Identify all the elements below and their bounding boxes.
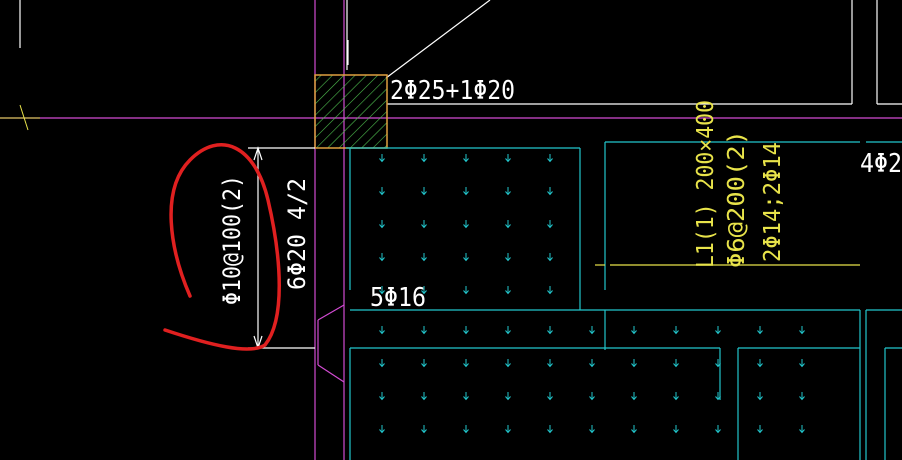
slab-arrow-mark [715,325,721,334]
slab-arrow-mark [757,325,763,334]
slab-arrow-mark [505,391,511,400]
slab-arrow-mark [589,424,595,433]
column-top-rebar-label: 2Φ25+1Φ20 [390,76,515,106]
slab-arrow-mark [421,252,427,261]
slab-arrow-mark [505,186,511,195]
slab-arrow-mark [799,325,805,334]
wall-rebar-label: 5Φ16 [370,283,426,313]
column-section-hatched [314,74,388,149]
slab-arrow-mark [757,424,763,433]
red-markup-circle [163,143,281,351]
slab-arrow-mark [463,325,469,334]
slab-arrow-mark [463,391,469,400]
cyan-slab-outlines [346,141,902,460]
slab-arrow-mark [547,153,553,162]
edge-rebar-label: 4Φ2 [860,149,902,179]
slab-arrow-mark [505,153,511,162]
slab-arrow-mark [547,252,553,261]
slab-arrow-mark [547,325,553,334]
column-side-rebar-label: 6Φ20 4/2 [283,178,311,290]
beam-name-label: L1(1) 200×400 [693,100,719,268]
slab-arrow-mark [547,358,553,367]
slab-arrow-mark [463,153,469,162]
slab-arrow-mark [463,358,469,367]
crosshair-marker [0,104,40,131]
slab-arrow-mark [421,219,427,228]
slab-arrow-mark [673,358,679,367]
slab-arrow-mark [631,325,637,334]
slab-arrow-mark [421,424,427,433]
slab-arrow-mark [547,219,553,228]
slab-arrow-mark [379,252,385,261]
slab-arrow-mark [757,358,763,367]
slab-arrow-mark [631,424,637,433]
beam-stirrup-label: Φ6@200(2) [724,130,750,268]
slab-arrow-mark [673,325,679,334]
slab-arrow-mark [463,285,469,294]
slab-arrow-mark [505,219,511,228]
slab-arrow-mark [505,325,511,334]
slab-arrow-mark [379,358,385,367]
slab-arrow-mark [673,391,679,400]
slab-arrow-mark [589,391,595,400]
slab-arrow-mark [547,285,553,294]
slab-arrow-mark [421,325,427,334]
slab-arrow-mark [379,391,385,400]
slab-arrow-mark [757,391,763,400]
slab-arrow-mark [547,424,553,433]
beam-main-rebar-label: 2Φ14;2Φ14 [760,142,786,262]
slab-arrow-mark [379,424,385,433]
slab-arrow-mark [505,252,511,261]
slab-arrow-mark [463,186,469,195]
slab-arrow-mark [799,424,805,433]
slab-arrow-mark [379,325,385,334]
slab-arrow-mark [547,186,553,195]
slab-arrow-mark [379,153,385,162]
slab-arrow-mark [631,391,637,400]
slab-arrow-mark [463,252,469,261]
circled-stirrup-label: Φ10@100(2) [218,175,246,305]
slab-arrow-mark [421,153,427,162]
slab-arrow-mark [505,285,511,294]
slab-arrow-mark [715,424,721,433]
slab-arrow-mark [421,391,427,400]
slab-arrow-mark [799,391,805,400]
slab-arrow-mark [505,424,511,433]
slab-arrow-mark [421,358,427,367]
slab-arrow-mark [379,186,385,195]
slab-arrow-mark [589,358,595,367]
slab-arrow-mark [463,219,469,228]
slab-arrow-mark [463,424,469,433]
slab-arrow-mark [505,358,511,367]
slab-arrow-mark [589,325,595,334]
slab-arrow-mark [379,219,385,228]
slab-arrow-mark [799,358,805,367]
slab-arrow-mark [547,391,553,400]
slab-arrow-mark [673,424,679,433]
white-outline-lines [19,0,902,105]
slab-arrow-mark [631,358,637,367]
slab-arrow-mark [421,186,427,195]
